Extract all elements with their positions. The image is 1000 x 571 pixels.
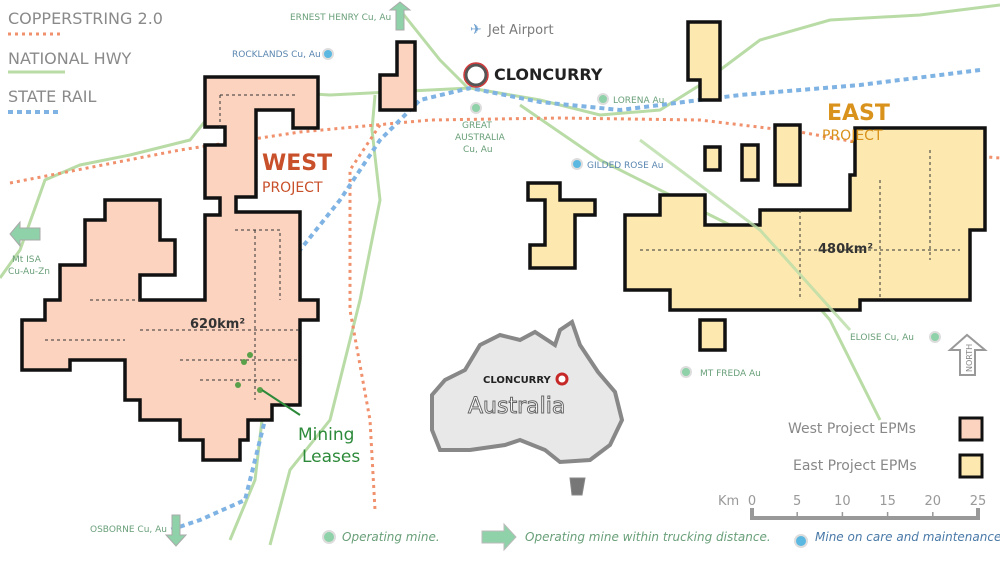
cloncurry-label: CLONCURRY	[494, 65, 603, 84]
mine-rocklands-label: ROCKLANDS Cu, Au	[232, 50, 321, 60]
arrow-down-icon	[164, 514, 188, 547]
key-west-swatch	[958, 416, 984, 442]
inset-country-label: Australia	[468, 394, 565, 419]
legend-care-label: Mine on care and maintenance.	[815, 530, 1000, 544]
west-area: 620km²	[190, 317, 245, 332]
west-title: WEST	[262, 151, 332, 176]
mine-operating-icon	[470, 102, 482, 114]
east-subtitle: PROJECT	[822, 128, 883, 144]
mining-lease-markers	[235, 352, 263, 393]
mine-eloise-label: ELOISE Cu, Au	[850, 333, 914, 343]
mine-ernest-henry-label: ERNEST HENRY Cu, Au	[290, 13, 391, 23]
airport-label: Jet Airport	[487, 23, 554, 38]
legend-copperstring: COPPERSTRING 2.0	[8, 9, 163, 28]
scale-tick-label: 15	[879, 494, 896, 509]
legend-operating-label: Operating mine.	[342, 530, 440, 544]
mine-mt-isa-1: Mt ISA	[12, 255, 42, 265]
cloncurry-ring	[463, 62, 489, 88]
cloncurry-marker	[464, 63, 488, 87]
key-east-label: East Project EPMs	[793, 458, 917, 474]
west-subtitle: PROJECT	[262, 180, 323, 196]
mine-operating-icon	[680, 366, 692, 378]
north-arrow-icon	[947, 333, 988, 376]
arrow-left-icon	[9, 220, 41, 248]
legend-rail: STATE RAIL	[8, 87, 96, 106]
mine-great-australia-2: AUSTRALIA	[455, 133, 506, 143]
key-west-label: West Project EPMs	[788, 421, 916, 437]
rail-line	[169, 68, 981, 532]
mine-gilded-rose-label: GILDED ROSE Au	[587, 161, 664, 171]
scale-tick-label: 20	[925, 494, 942, 509]
key-east-swatch	[958, 453, 984, 479]
mine-care-icon	[571, 158, 583, 170]
legend-trucking-label: Operating mine within trucking distance.	[525, 530, 771, 544]
scale-tick-label: 0	[748, 494, 756, 509]
mine-operating-icon	[597, 93, 609, 105]
scale-bar: 0 5 10 15 20 25	[748, 494, 987, 520]
mining-leases-line2: Leases	[302, 447, 360, 467]
mine-mt-freda-label: MT FREDA Au	[700, 369, 761, 379]
legend-highway: NATIONAL HWY	[8, 49, 132, 68]
mine-lorena-label: LORENA Au	[613, 96, 664, 106]
inset-cloncurry-label: CLONCURRY	[483, 375, 552, 386]
legend-care-icon	[794, 534, 808, 548]
east-title: EAST	[827, 101, 890, 126]
mine-mt-isa-2: Cu-Au-Zn	[8, 267, 50, 277]
legend-operating-icon	[322, 530, 336, 544]
mining-leases-line1: Mining	[298, 425, 354, 445]
legend-trucking-icon	[481, 522, 517, 552]
arrow-up-icon	[388, 1, 412, 31]
ernest-henry-epm[interactable]	[378, 40, 417, 112]
scale-tick-label: 5	[793, 494, 801, 509]
north-label: NORTH	[965, 344, 974, 372]
australia-inset-map	[430, 318, 625, 465]
scale-tick-label: 10	[834, 494, 851, 509]
mine-great-australia-3: Cu, Au	[463, 145, 493, 155]
tasmania-shape	[569, 477, 586, 496]
scale-unit: Km	[718, 494, 739, 509]
mining-leases-pointer	[261, 389, 301, 416]
east-project-epms[interactable]	[526, 20, 987, 352]
inset-cloncurry-marker	[555, 372, 569, 386]
airport-icon: ✈	[470, 22, 482, 38]
mine-care-icon	[322, 48, 334, 60]
mine-operating-icon	[929, 331, 941, 343]
highway-east	[639, 138, 852, 332]
east-area: 480km²	[818, 242, 873, 257]
scale-bar-line	[750, 508, 980, 520]
scale-tick-label: 25	[970, 494, 987, 509]
mine-great-australia-1: GREAT	[462, 121, 492, 131]
mine-osborne-label: OSBORNE Cu, Au	[90, 525, 167, 535]
east-internal-boundaries	[640, 150, 960, 300]
west-internal-boundaries	[45, 94, 300, 400]
